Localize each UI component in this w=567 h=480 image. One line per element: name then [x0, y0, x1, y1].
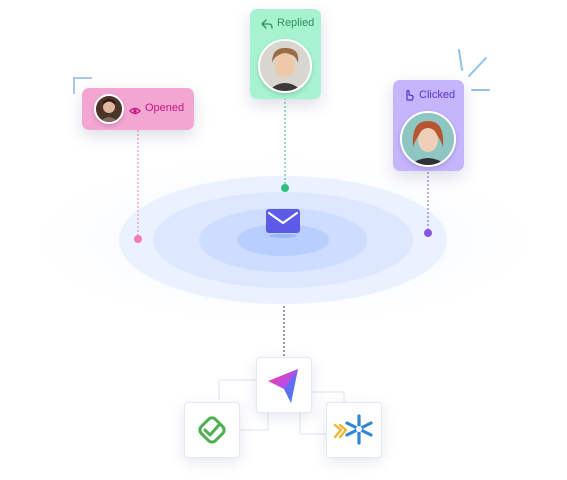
corner-accent — [73, 77, 92, 94]
tools-bracket — [218, 379, 345, 435]
tool-people[interactable] — [326, 402, 382, 458]
replied-avatar — [258, 39, 312, 93]
opened-card[interactable]: Opened — [82, 88, 194, 130]
reply-arrow-icon — [261, 17, 273, 35]
ripple-core — [237, 224, 329, 256]
envelope-icon — [265, 208, 301, 243]
pointer-hand-icon — [403, 88, 415, 106]
check-badge-logo — [194, 412, 230, 453]
opened-avatar — [94, 94, 124, 124]
tool-check[interactable] — [184, 402, 240, 458]
navigation-arrow-logo — [267, 367, 301, 410]
opened-dot — [134, 235, 142, 243]
clicked-label: Clicked — [419, 89, 456, 101]
clicked-card[interactable]: Clicked — [393, 80, 464, 171]
replied-dot — [281, 184, 289, 192]
replied-label: Replied — [277, 17, 315, 29]
tool-navigation[interactable] — [256, 357, 312, 413]
clicked-avatar — [400, 111, 456, 167]
people-star-logo — [333, 413, 375, 452]
spark-accent — [458, 49, 490, 91]
eye-icon — [129, 103, 141, 121]
replied-card[interactable]: Replied — [250, 9, 321, 99]
clicked-dot — [424, 229, 432, 237]
opened-label: Opened — [145, 102, 185, 114]
